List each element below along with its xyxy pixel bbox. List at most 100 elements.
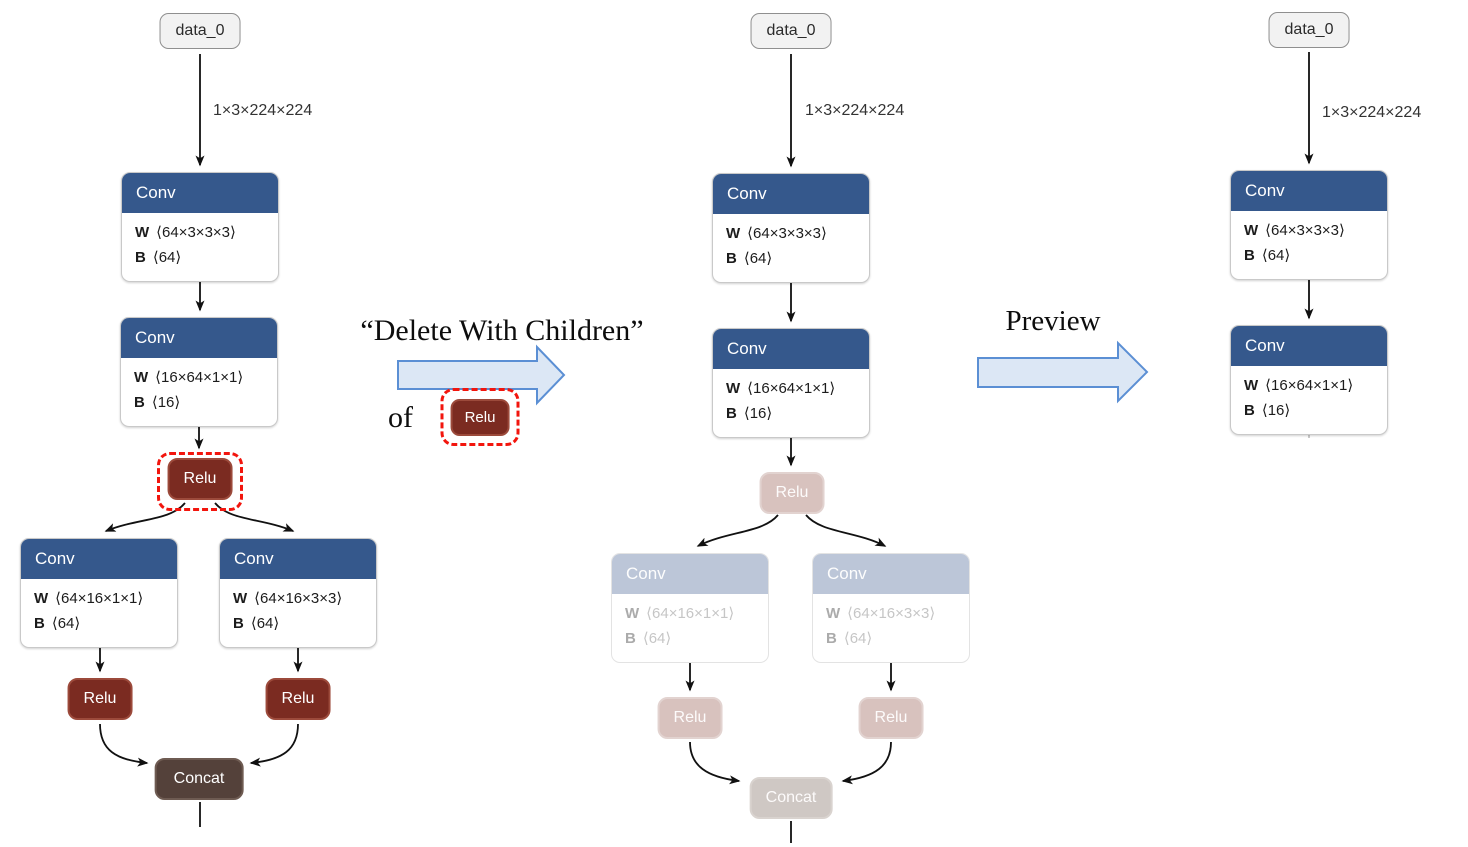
param-key: B (1244, 401, 1255, 419)
param-key: B (233, 614, 244, 632)
conv1-params: W⟨64×3×3×3⟩ B ⟨64⟩ (1231, 211, 1387, 279)
param-value: ⟨64×16×1×1⟩ (55, 590, 144, 607)
input-node-data0[interactable]: data_0 (1268, 12, 1350, 48)
param-key: B (726, 249, 737, 267)
conv4-title: Conv (220, 539, 376, 579)
param-key: B (34, 614, 45, 632)
param-value: ⟨16⟩ (743, 404, 773, 422)
conv2-node[interactable]: Conv W⟨16×64×1×1⟩ B⟨16⟩ (1230, 325, 1388, 435)
action-relu-highlight (440, 388, 520, 446)
param-key: W (233, 590, 248, 607)
param-value: ⟨64⟩ (250, 614, 280, 632)
conv2-params: W ⟨16×64×1×1⟩ B ⟨16⟩ (121, 358, 277, 426)
conv4-title: Conv (813, 554, 969, 594)
param-row: W⟨64×3×3×3⟩ (726, 222, 856, 247)
block-arrow-delete (397, 344, 566, 406)
edges-original (95, 54, 303, 827)
param-value: ⟨64⟩ (843, 629, 873, 647)
param-value: ⟨64⟩ (152, 248, 182, 266)
conv1-node[interactable]: Conv W⟨64×3×3×3⟩ B ⟨64⟩ (121, 172, 279, 282)
conv3-title: Conv (21, 539, 177, 579)
relu3-node[interactable]: Relu (265, 678, 331, 720)
param-row: W ⟨16×64×1×1⟩ (726, 377, 856, 402)
conv2-node[interactable]: Conv W ⟨16×64×1×1⟩ B⟨16⟩ (712, 328, 870, 438)
param-key: W (1244, 222, 1259, 239)
param-row: B ⟨64⟩ (1244, 244, 1374, 269)
param-key: W (726, 380, 741, 397)
tensor-shape-label: 1×3×224×224 (805, 102, 905, 119)
param-value: ⟨16⟩ (1261, 401, 1291, 419)
param-value: ⟨64×16×3×3⟩ (254, 590, 343, 607)
conv1-title: Conv (713, 174, 869, 214)
param-key: B (826, 629, 837, 647)
param-key: B (134, 393, 145, 411)
param-value: ⟨64⟩ (642, 629, 672, 647)
relu1-node[interactable]: Relu (167, 458, 233, 500)
action-object-prefix: of (388, 401, 413, 434)
conv2-title: Conv (1231, 326, 1387, 366)
param-value: ⟨64×3×3×3⟩ (747, 225, 827, 242)
param-value: ⟨64⟩ (743, 249, 773, 267)
param-row: B ⟨16⟩ (134, 391, 264, 416)
input-node-data0[interactable]: data_0 (159, 13, 241, 49)
relu2-node[interactable]: Relu (67, 678, 133, 720)
conv3-node-faded[interactable]: Conv W⟨64×16×1×1⟩ B⟨64⟩ (611, 553, 769, 663)
conv1-node[interactable]: Conv W⟨64×3×3×3⟩ B⟨64⟩ (1230, 170, 1388, 280)
concat-node[interactable]: Concat (154, 758, 244, 800)
param-value: ⟨16×64×1×1⟩ (747, 380, 836, 397)
action-title: “Delete With Children” (360, 314, 644, 347)
conv4-node[interactable]: Conv W ⟨64×16×3×3⟩ B ⟨64⟩ (219, 538, 377, 648)
param-key: W (625, 605, 640, 622)
param-row: W ⟨64×16×1×1⟩ (34, 587, 164, 612)
conv2-title: Conv (121, 318, 277, 358)
param-row: W ⟨16×64×1×1⟩ (134, 366, 264, 391)
param-key: B (135, 248, 146, 266)
param-row: B ⟨64⟩ (826, 627, 956, 652)
conv1-params: W⟨64×3×3×3⟩ B ⟨64⟩ (713, 214, 869, 282)
param-key: B (625, 629, 636, 647)
param-row: B ⟨64⟩ (625, 627, 755, 652)
block-arrow-preview (977, 340, 1149, 404)
param-key: W (1244, 377, 1259, 394)
relu1-node-faded[interactable]: Relu (759, 472, 825, 514)
tensor-shape-label: 1×3×224×224 (1322, 104, 1422, 121)
edges-marked (685, 54, 896, 843)
preview-label: Preview (1005, 305, 1101, 337)
action-object-relu-node: Relu (450, 399, 510, 436)
param-value: ⟨64⟩ (51, 614, 81, 632)
param-value: ⟨16⟩ (151, 393, 181, 411)
relu-selection-highlight (157, 452, 243, 511)
relu3-node-faded[interactable]: Relu (858, 697, 924, 739)
param-key: B (1244, 246, 1255, 264)
conv2-title: Conv (713, 329, 869, 369)
param-key: W (135, 224, 150, 241)
param-key: W (826, 605, 841, 622)
param-row: B⟨16⟩ (726, 402, 856, 427)
concat-node-faded[interactable]: Concat (749, 777, 833, 819)
param-row: W ⟨64×16×3×3⟩ (826, 602, 956, 627)
transition-block-arrows (397, 340, 1149, 406)
conv3-node[interactable]: Conv W ⟨64×16×1×1⟩ B ⟨64⟩ (20, 538, 178, 648)
param-value: ⟨16×64×1×1⟩ (155, 369, 244, 386)
conv1-params: W⟨64×3×3×3⟩ B ⟨64⟩ (122, 213, 278, 281)
conv4-params: W ⟨64×16×3×3⟩ B ⟨64⟩ (220, 579, 376, 647)
param-row: W⟨64×3×3×3⟩ (1244, 219, 1374, 244)
param-row: W⟨64×3×3×3⟩ (135, 221, 265, 246)
conv2-params: W⟨16×64×1×1⟩ B⟨16⟩ (1231, 366, 1387, 434)
conv4-node-faded[interactable]: Conv W ⟨64×16×3×3⟩ B ⟨64⟩ (812, 553, 970, 663)
param-key: W (134, 369, 149, 386)
conv1-title: Conv (122, 173, 278, 213)
conv2-node[interactable]: Conv W ⟨16×64×1×1⟩ B ⟨16⟩ (120, 317, 278, 427)
param-value: ⟨64⟩ (1261, 246, 1291, 264)
conv3-params: W⟨64×16×1×1⟩ B⟨64⟩ (612, 594, 768, 662)
param-row: B ⟨64⟩ (34, 612, 164, 637)
input-node-data0[interactable]: data_0 (750, 13, 832, 49)
param-row: W ⟨64×16×3×3⟩ (233, 587, 363, 612)
conv1-node[interactable]: Conv W⟨64×3×3×3⟩ B ⟨64⟩ (712, 173, 870, 283)
param-row: B ⟨16⟩ (1244, 399, 1374, 424)
param-value: ⟨64×16×3×3⟩ (847, 605, 936, 622)
relu2-node-faded[interactable]: Relu (657, 697, 723, 739)
param-key: W (34, 590, 49, 607)
